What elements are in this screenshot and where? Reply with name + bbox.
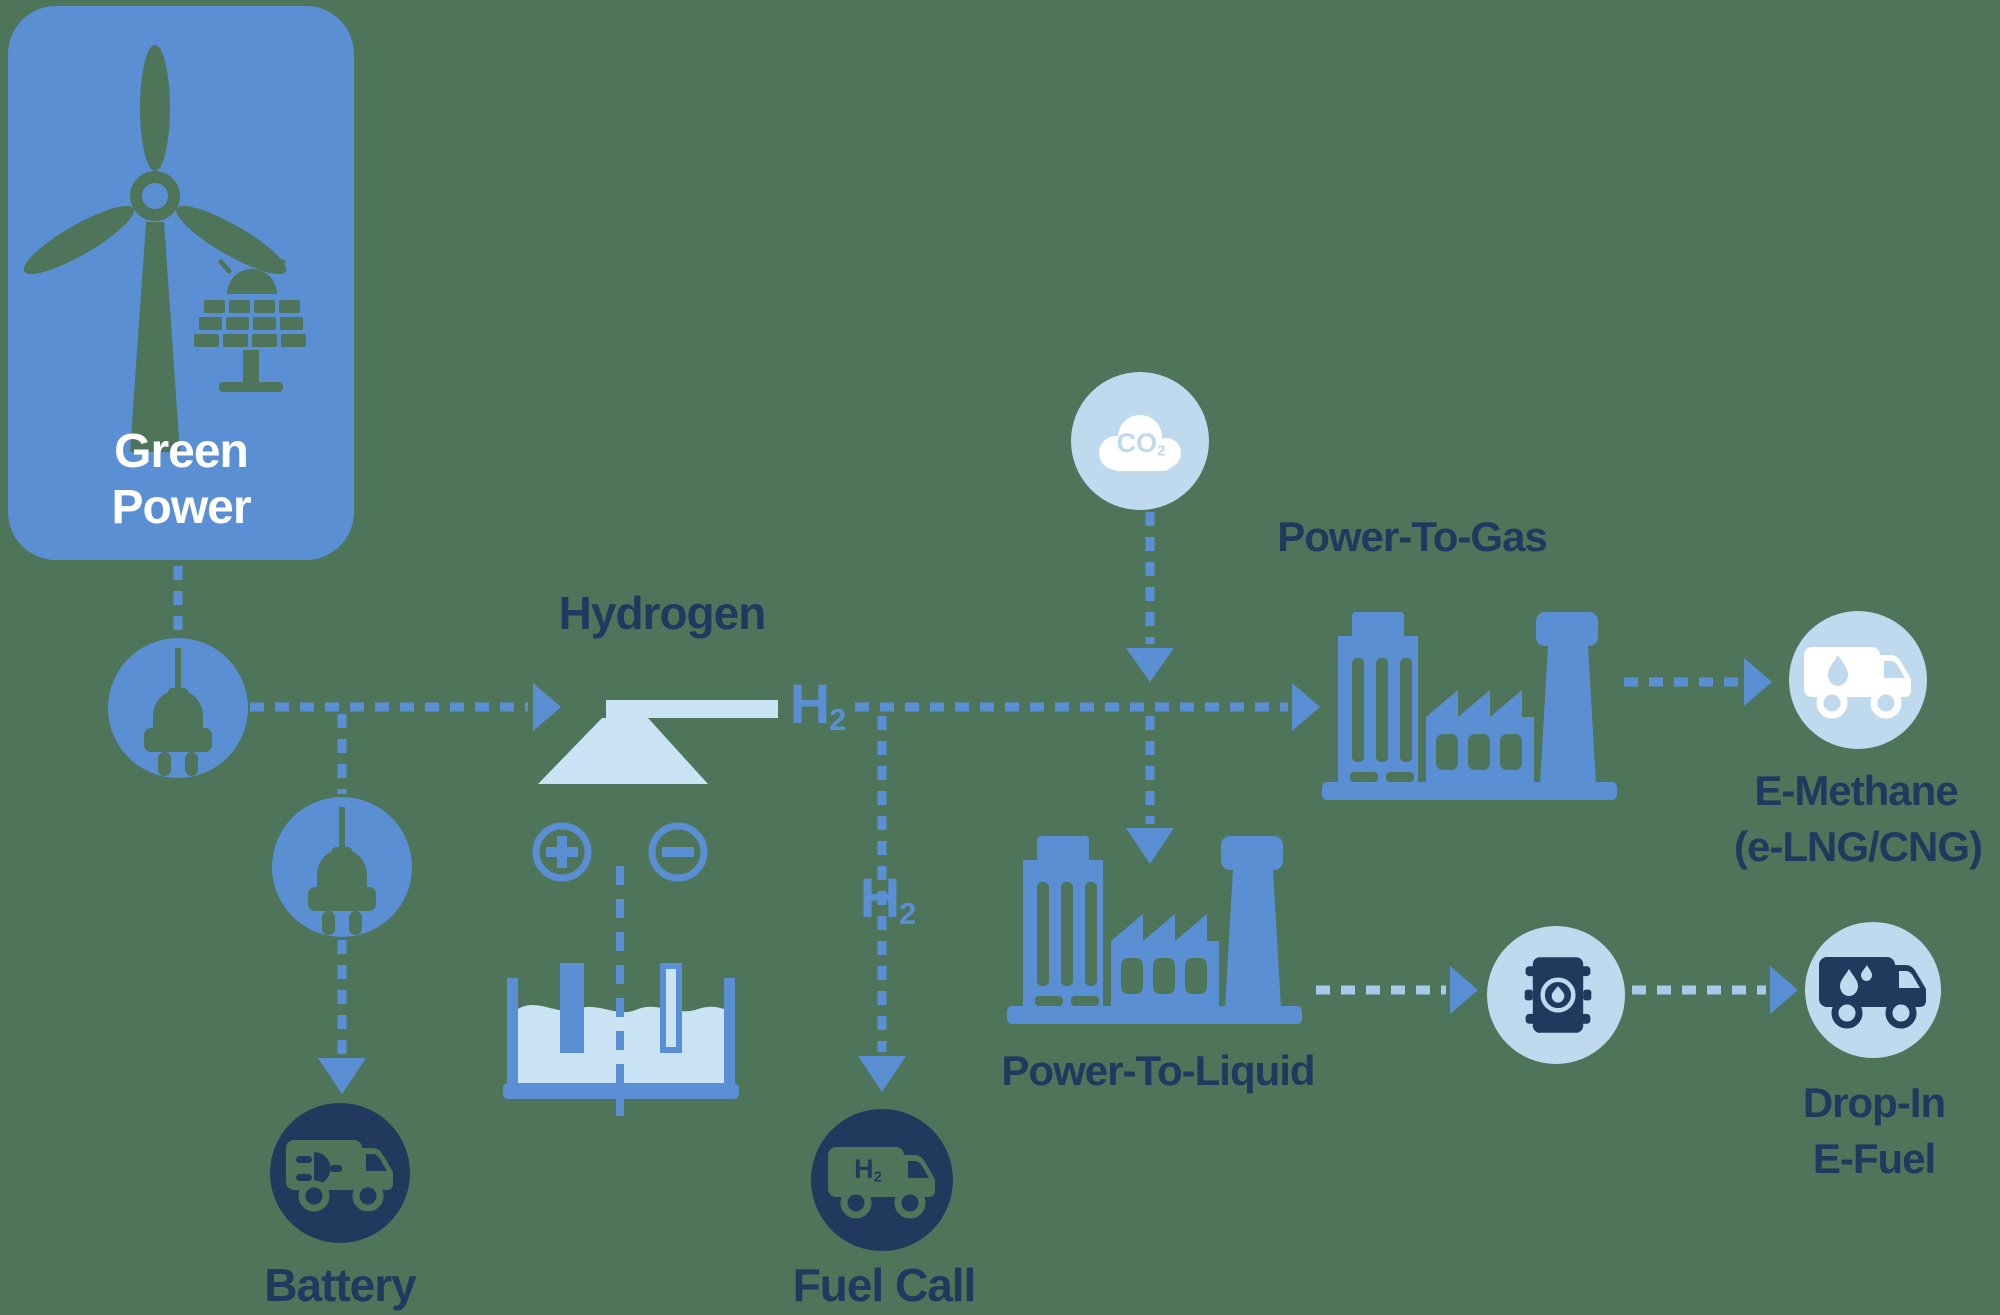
oil-barrel-icon [1524,957,1592,1033]
e-methane-label-line2: (e-LNG/CNG) [1734,823,1983,870]
arrowhead-right-icon [1770,966,1798,1014]
hydrogen-van-icon [828,1147,935,1219]
power-to-liquid-factory-icon [1007,836,1302,1024]
flow-to-power-to-liquid [1126,716,1174,864]
electrolysis-bath-icon [503,822,739,1120]
power-to-liquid-label: Power-To-Liquid [1001,1047,1315,1094]
flow-plug2-to-battery [318,940,366,1094]
barrel-node [1487,926,1625,1064]
plug-glyph-icon [296,1152,342,1185]
fuel-call-van-label: H2 [854,1154,882,1186]
flow-power-to-gas-to-e-methane [1624,658,1772,706]
arrowhead-down-icon [318,1058,366,1094]
green-power-node [8,6,354,560]
flow-power-to-liquid-to-barrel [1316,966,1478,1014]
drop-in-label-line2: E-Fuel [1812,1135,1936,1182]
arrowhead-right-icon [1450,966,1478,1014]
green-power-label-line1: Green [114,425,249,478]
fuel-call-node [811,1109,953,1251]
fuel-call-label: Fuel Call [792,1259,977,1311]
power-to-gas-label: Power-To-Gas [1277,513,1548,560]
e-methane-label-line1: E-Methane [1754,767,1958,814]
electric-van-icon [286,1140,393,1212]
flow-barrel-to-drop-in [1632,966,1798,1014]
gas-van-icon [1804,647,1911,719]
co2-node [1071,372,1209,510]
arrowhead-right-icon [1292,683,1320,731]
solar-panel-icon [194,249,306,392]
arrowhead-right-icon [1744,658,1772,706]
power-plug-icon [308,807,376,935]
arrowhead-down-icon [858,1056,906,1092]
flow-h2-to-power-to-gas [855,683,1320,731]
plus-electrode-icon [532,822,592,882]
electrolyzer-icon [538,700,778,784]
co2-cloud-icon [1099,415,1181,471]
flow-plug-to-electrolyzer [250,683,561,731]
battery-label: Battery [264,1259,417,1311]
h2-branch-label: H2 [859,866,917,931]
h2-main-label: H2 [789,672,847,737]
minus-electrode-icon [648,822,708,882]
plug-node-2 [272,797,412,937]
green-power-label-line2: Power [111,481,251,534]
wind-turbine-icon [23,45,287,452]
hydrogen-label: Hydrogen [558,587,767,639]
arrowhead-right-icon [533,683,561,731]
power-plug-icon [144,648,212,776]
drop-in-label-line1: Drop-In [1802,1079,1946,1126]
flow-h2-to-fuel-call [858,716,906,1092]
drop-in-node [1805,922,1941,1058]
flow-co2-down [1126,512,1174,682]
green-power-box [8,6,354,560]
battery-node [270,1103,410,1243]
arrowhead-down-icon [1126,828,1174,864]
e-methane-node [1789,611,1927,749]
power-to-gas-factory-icon [1322,612,1617,800]
fuel-van-icon [1819,957,1926,1029]
arrowhead-down-icon [1126,648,1174,682]
co2-label: CO2 [1116,428,1166,460]
plug-node-1 [108,638,248,778]
